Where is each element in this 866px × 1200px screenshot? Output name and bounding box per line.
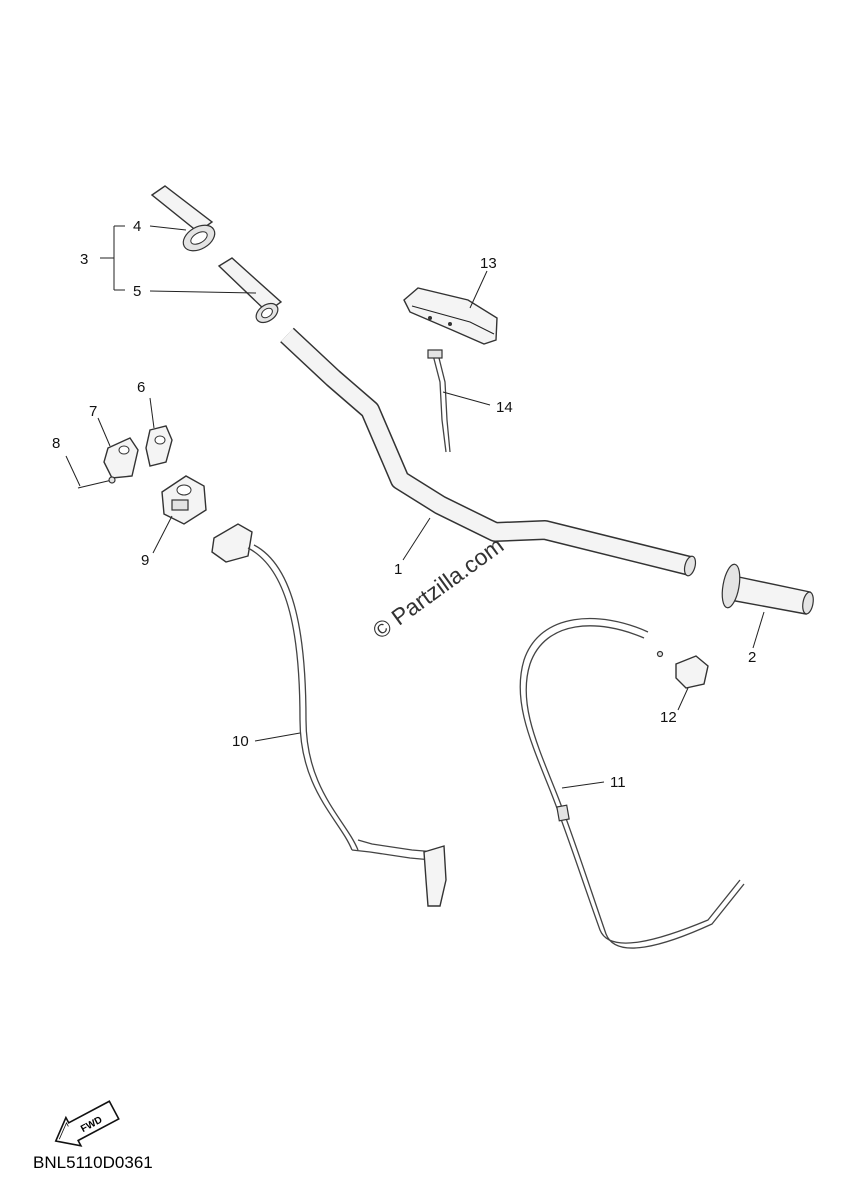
callout-2: 2 [748, 649, 756, 666]
callout-1: 1 [394, 561, 402, 578]
callout-6: 6 [137, 379, 145, 396]
callout-8: 8 [52, 435, 60, 452]
callout-10: 10 [232, 733, 249, 750]
callout-4: 4 [133, 218, 141, 235]
holder-part [161, 475, 207, 525]
fwd-arrow-icon: FWD [54, 1100, 120, 1147]
handlebar-pad-part [403, 287, 498, 345]
strap-part [427, 349, 451, 453]
callout-12: 12 [660, 709, 677, 726]
left-grip-part [150, 185, 216, 252]
grip-sleeve-part [217, 257, 283, 324]
handlebar-part [280, 327, 697, 577]
clamp-part-7 [103, 437, 139, 479]
right-grip-part [721, 563, 814, 615]
callout-11: 11 [610, 774, 626, 791]
callout-13: 13 [480, 255, 497, 272]
leader-lines [65, 225, 765, 789]
throttle-cable-part [519, 617, 745, 949]
bolt-part [77, 476, 116, 489]
watermark-text: © Partzilla.com [368, 532, 509, 644]
diagram-code: BNL5110D0361 [33, 1153, 153, 1172]
callout-labels: 1 2 3 4 5 6 7 8 9 10 11 12 13 14 [52, 218, 756, 791]
callout-7: 7 [89, 403, 97, 420]
clamp-part-6 [145, 425, 173, 467]
callout-5: 5 [133, 283, 141, 300]
callout-3: 3 [80, 251, 88, 268]
callout-9: 9 [141, 552, 149, 569]
cable-guide-part [656, 650, 709, 689]
callout-14: 14 [496, 399, 513, 416]
switch-cable-part [211, 523, 447, 907]
